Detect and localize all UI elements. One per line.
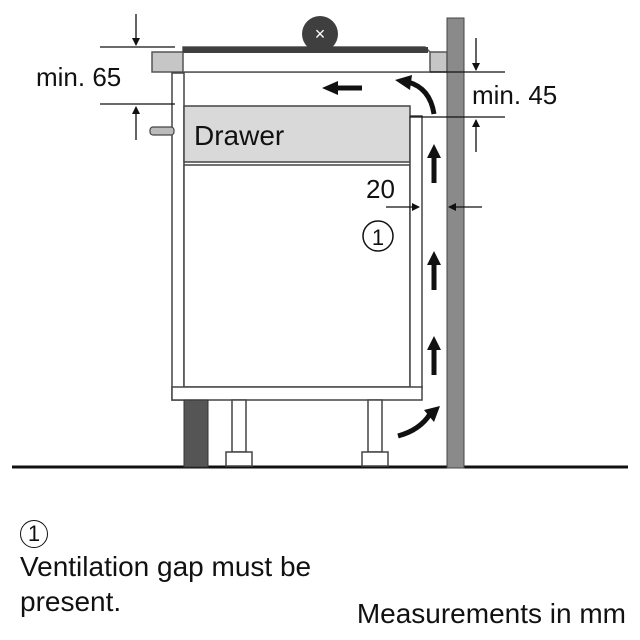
dimension-min-45 [410,38,505,152]
drawer-label: Drawer [194,120,284,151]
dimension-min-65 [100,14,175,140]
units-caption: Measurements in mm [356,598,626,629]
cabinet-back-panel [409,115,423,389]
wall [446,17,465,469]
circled-number-icon: 1 [362,220,394,252]
ventilation-note: 1 Ventilation gap must be present. [20,514,320,619]
dimension-top-label: min. 65 [36,62,121,92]
note-marker-row: 1 [20,514,320,549]
note-text: Ventilation gap must be present. [20,551,312,617]
cooktop-top [183,47,428,53]
close-symbol: × [315,24,326,44]
drawer-handle [149,126,175,136]
dimension-gap-label: 20 [366,174,395,204]
plinth [183,399,209,468]
airflow-arrow-icon [322,75,441,439]
dimension-right-label: min. 45 [472,80,557,110]
cabinet-leg [361,399,389,467]
note-marker-number: 1 [27,521,41,546]
cabinet-front-panel [171,72,185,401]
close-icon: × [302,16,338,52]
circled-number-icon: 1 [20,520,48,548]
marker-number: 1 [372,225,384,250]
cabinet-leg [225,399,253,467]
cabinet-base [171,386,423,401]
